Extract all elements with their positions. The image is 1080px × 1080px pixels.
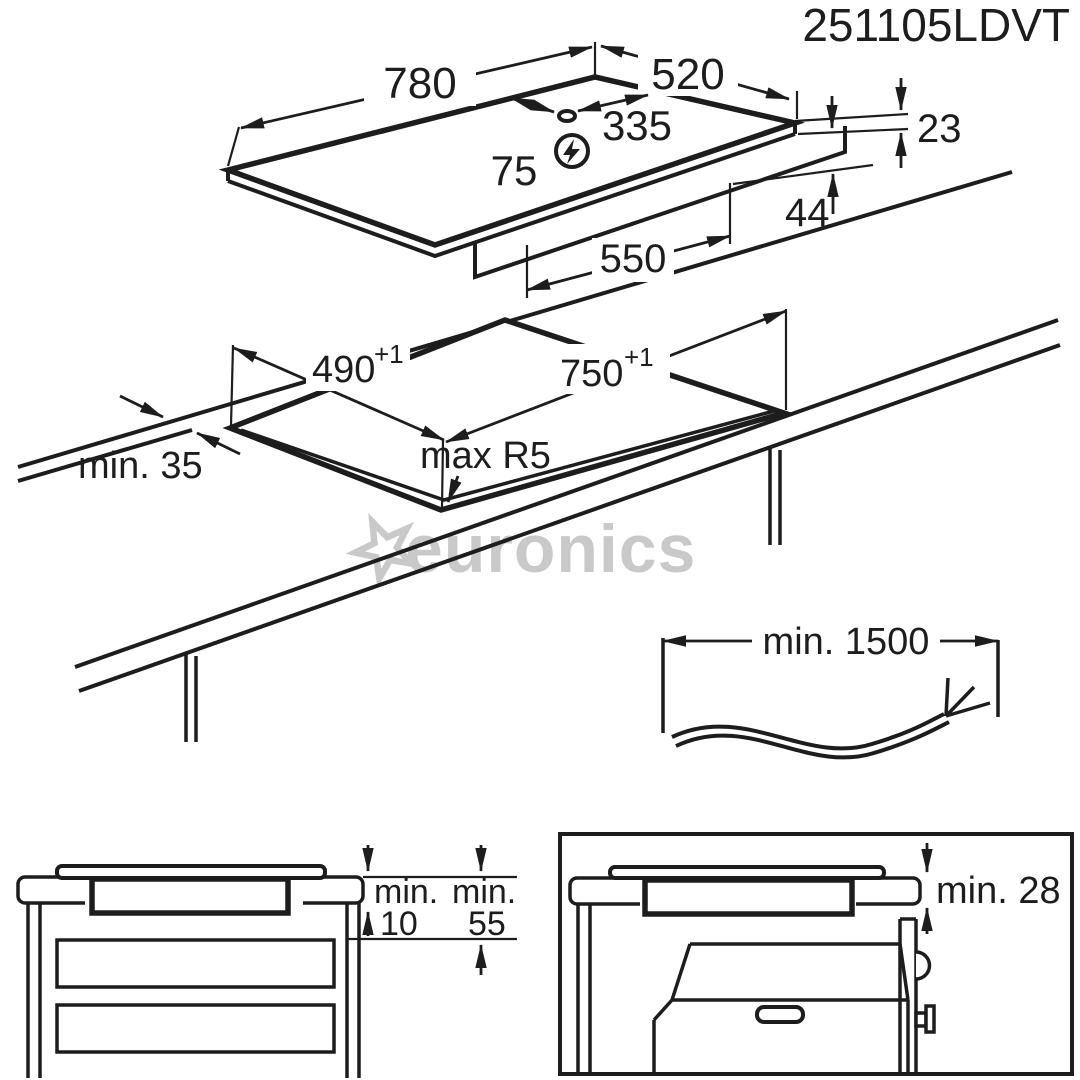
hob-glass-thickness bbox=[227, 132, 796, 259]
cable-diagram: min. 1500 bbox=[661, 616, 1000, 760]
oven-clearance-section: min. 28 bbox=[558, 832, 1074, 1076]
drawer-front-bottom bbox=[55, 1003, 336, 1054]
cutout-depth-label: 490 bbox=[312, 349, 375, 391]
drawer-clearance-section: min. 10 min. 55 bbox=[16, 845, 517, 1078]
lightning-bolt-icon bbox=[563, 139, 580, 164]
body-height-label: 44 bbox=[785, 191, 830, 235]
oven-gap-label: min. 28 bbox=[936, 870, 1061, 912]
body-width-label: 550 bbox=[600, 237, 667, 281]
connection-point bbox=[557, 109, 577, 123]
connection-right-label: 335 bbox=[602, 102, 672, 149]
cutout-depth-tolerance: +1 bbox=[374, 339, 404, 369]
product-code: 251105LDVT bbox=[802, 0, 1070, 51]
clearance-value-label: 55 bbox=[468, 905, 506, 943]
watermark: euronics bbox=[345, 511, 696, 589]
cable-length-label: min. 1500 bbox=[763, 621, 930, 663]
rear-distance-label: min. 35 bbox=[78, 445, 203, 487]
oven-handle bbox=[755, 1005, 805, 1024]
cable-wire bbox=[671, 712, 945, 751]
oven-side-bump bbox=[915, 950, 932, 981]
top-height-label: 23 bbox=[917, 107, 962, 151]
hob-width-label: 780 bbox=[383, 59, 456, 108]
drawer-front-top bbox=[55, 938, 336, 989]
worktop-front-edge-bottom bbox=[78, 343, 1061, 693]
electric-connection-icon bbox=[554, 133, 590, 169]
gap-value-label: 10 bbox=[380, 905, 418, 943]
gap-min-label: min. bbox=[374, 873, 438, 911]
cutout-width-tolerance: +1 bbox=[624, 342, 654, 372]
hob-body-section bbox=[89, 876, 291, 916]
oven-knob bbox=[924, 1004, 936, 1034]
euronics-star-icon bbox=[345, 512, 420, 589]
connection-left-label: 75 bbox=[491, 147, 538, 194]
cutout-depth-dimension bbox=[233, 346, 445, 442]
hob-glass-section bbox=[55, 864, 327, 880]
watermark-text: euronics bbox=[405, 511, 696, 587]
worktop-cutout-view: 490 +1 750 +1 min. 35 max R5 bbox=[17, 170, 1061, 742]
clearance-min-label: min. bbox=[452, 873, 516, 911]
worktop-front-edge-top bbox=[74, 318, 1059, 669]
hob-isometric-view: 780 520 75 335 550 44 23 bbox=[218, 42, 962, 298]
hob-depth-label: 520 bbox=[651, 50, 724, 99]
oven-drawing bbox=[652, 917, 936, 1072]
cutout-width-label: 750 bbox=[560, 353, 623, 395]
hob-body-box bbox=[473, 126, 847, 280]
hob-glass-section-right bbox=[608, 865, 886, 880]
hob-body-section-right bbox=[642, 877, 855, 917]
worktop-rear-edge-inner bbox=[17, 428, 193, 483]
corner-radius-label: max R5 bbox=[420, 435, 551, 477]
